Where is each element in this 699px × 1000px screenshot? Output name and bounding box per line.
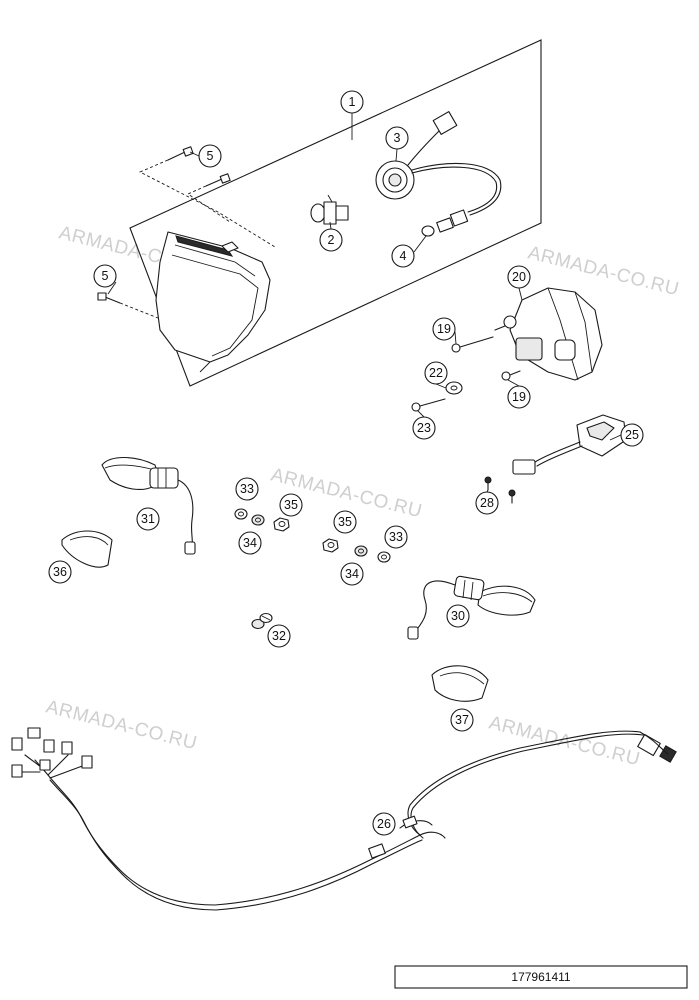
svg-text:34: 34 (345, 567, 359, 581)
svg-text:2: 2 (328, 233, 335, 247)
tail-light-hardware (411, 336, 521, 412)
parking-bulb (421, 209, 469, 237)
callout-35-left: 35 (279, 493, 303, 517)
callout-28: 28 (475, 491, 499, 515)
svg-text:5: 5 (207, 149, 214, 163)
callout-2: 2 (319, 228, 343, 252)
screw-upper-2 (205, 173, 231, 187)
callout-3: 3 (385, 126, 409, 150)
svg-text:33: 33 (240, 482, 254, 496)
mounting-hardware-left (234, 508, 290, 532)
svg-text:34: 34 (243, 536, 257, 550)
callout-20: 20 (507, 265, 531, 289)
svg-text:20: 20 (512, 270, 526, 284)
svg-text:32: 32 (272, 629, 286, 643)
callout-19-lower: 19 (507, 385, 531, 409)
callout-34-right: 34 (340, 562, 364, 586)
screw-upper-1 (167, 146, 194, 161)
bulb-socket (375, 111, 502, 216)
svg-text:30: 30 (451, 609, 465, 623)
svg-text:19: 19 (437, 322, 451, 336)
callout-33-left: 33 (235, 477, 259, 501)
svg-text:26: 26 (377, 817, 391, 831)
callout-25: 25 (620, 423, 644, 447)
svg-text:19: 19 (512, 390, 526, 404)
license-plate-light (512, 414, 627, 475)
callout-34-left: 34 (238, 531, 262, 555)
callout-5-lower: 5 (93, 264, 117, 288)
svg-text:33: 33 (389, 530, 403, 544)
turn-signal-right (407, 575, 536, 640)
callout-leaders (107, 148, 622, 493)
watermark-5: ARMADA-CO.RU (487, 712, 642, 770)
plate-light-screws (484, 476, 516, 504)
screw-32 (251, 612, 273, 630)
wiring-harness (11, 727, 677, 911)
callout-23: 23 (412, 416, 436, 440)
svg-text:3: 3 (394, 131, 401, 145)
callout-32: 32 (267, 624, 291, 648)
callout-37: 37 (450, 708, 474, 732)
callout-26: 26 (372, 812, 396, 836)
callout-22: 22 (424, 361, 448, 385)
turn-signal-lens-right (431, 665, 489, 702)
svg-text:35: 35 (284, 498, 298, 512)
svg-text:31: 31 (141, 512, 155, 526)
svg-text:25: 25 (625, 428, 639, 442)
svg-text:35: 35 (338, 515, 352, 529)
callout-31: 31 (136, 507, 160, 531)
callout-5-upper: 5 (198, 144, 222, 168)
svg-text:28: 28 (480, 496, 494, 510)
callout-4: 4 (391, 244, 415, 268)
callout-33-right: 33 (384, 525, 408, 549)
headlight-bulb (310, 194, 349, 225)
callout-35-right: 35 (333, 510, 357, 534)
drawing-number: 177961411 (511, 970, 571, 984)
headlight-screws (97, 146, 276, 319)
svg-text:1: 1 (349, 95, 356, 109)
tail-light (494, 287, 603, 381)
callout-30: 30 (446, 604, 470, 628)
drawing-number-box: 177961411 (394, 965, 688, 989)
svg-text:23: 23 (417, 421, 431, 435)
turn-signal-left (101, 456, 196, 555)
screw-lower (97, 292, 159, 319)
callout-36: 36 (48, 560, 72, 584)
turn-signal-lens-left (61, 530, 113, 568)
svg-text:36: 36 (53, 565, 67, 579)
headlight-housing (155, 231, 271, 373)
svg-text:4: 4 (400, 249, 407, 263)
svg-text:37: 37 (455, 713, 469, 727)
svg-text:5: 5 (102, 269, 109, 283)
callout-1: 1 (340, 90, 364, 114)
svg-text:22: 22 (429, 366, 443, 380)
callout-19-upper: 19 (432, 317, 456, 341)
mounting-hardware-right (322, 538, 391, 563)
